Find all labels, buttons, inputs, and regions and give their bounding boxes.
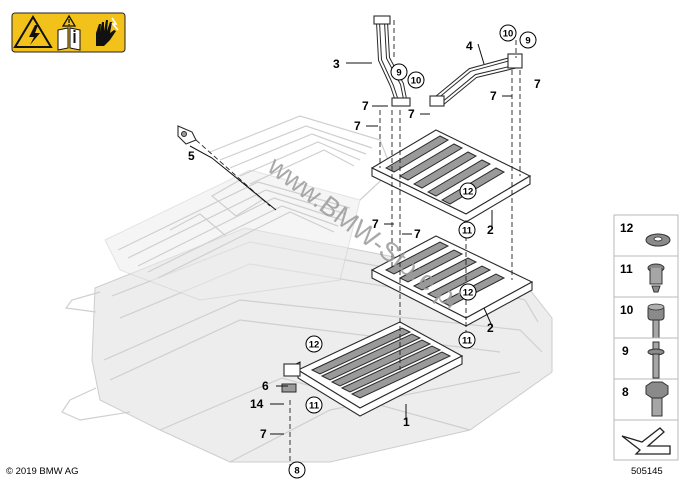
no-hand-contact-icon [90,16,122,49]
label-part-7-e: 7 [534,77,541,91]
callouts: 8 9 9 10 10 11 11 11 [288,24,537,479]
svg-text:12: 12 [463,288,474,299]
coolant-line-right [429,53,523,107]
label-part-1: 1 [403,415,410,429]
label-part-3: 3 [333,57,340,71]
label-part-7-f: 7 [372,217,379,231]
socket-head-screw-icon [647,303,665,339]
callout-12-top: 12 [459,182,477,200]
label-part-6: 6 [262,379,269,393]
callout-11-bottom: 11 [305,396,323,414]
svg-text:10: 10 [503,29,514,40]
callout-10-right: 10 [499,24,517,42]
label-part-7-c: 7 [408,107,415,121]
svg-text:11: 11 [462,336,473,347]
callout-11-middle: 11 [458,331,476,349]
label-part-4: 4 [466,39,473,53]
svg-text:9: 9 [396,68,401,79]
legend-num-11: 11 [620,262,633,276]
copyright-text: © 2019 BMW AG [6,466,78,477]
callout-11-top: 11 [458,221,476,239]
legend-item-10[interactable] [613,296,679,344]
hex-bolt-icon [645,381,669,417]
legend-num-9: 9 [622,344,629,358]
stud-bolt-icon [647,341,665,379]
label-part-7-b: 7 [354,119,361,133]
lower-connector [281,363,301,393]
coolant-line-left [373,15,411,107]
cooling-plate-bottom [291,321,464,417]
expanding-rivet-icon [647,263,665,293]
svg-text:11: 11 [462,226,473,237]
svg-text:8: 8 [294,466,299,477]
label-part-5: 5 [188,149,195,163]
label-part-2-middle: 2 [487,321,494,335]
read-manual-icon [57,14,81,51]
svg-text:12: 12 [309,340,320,351]
warning-symbols [11,12,126,53]
svg-text:11: 11 [309,401,320,412]
legend-item-9[interactable] [613,337,679,385]
legend-num-12: 12 [620,221,634,235]
fastener-legend: 12 11 10 9 8 [613,214,679,461]
callout-9-right: 9 [519,31,537,49]
part-labels: 1 2 2 3 4 5 6 7 7 7 7 7 7 7 7 14 [188,39,541,441]
washer-icon [645,233,671,247]
label-part-2-top: 2 [487,223,494,237]
label-part-7-d: 7 [490,89,497,103]
callout-8: 8 [288,461,306,479]
label-part-7-g: 7 [414,227,421,241]
diagram-id: 505145 [631,466,663,477]
callout-9-left: 9 [390,63,408,81]
label-part-14: 14 [250,397,264,411]
small-part-5 [177,125,197,145]
arrow-icon[interactable] [621,427,671,455]
svg-text:9: 9 [525,36,530,47]
electric-hazard-icon [13,15,53,48]
legend-num-8: 8 [622,385,629,399]
callout-10-left: 10 [407,71,425,89]
callout-12-middle: 12 [459,283,477,301]
svg-text:12: 12 [463,187,474,198]
label-part-7-h: 7 [260,427,267,441]
legend-num-10: 10 [620,303,634,317]
leader-lines [189,43,512,435]
label-part-7-a: 7 [362,99,369,113]
callout-12-bottom: 12 [305,335,323,353]
cooling-plate-top [370,129,532,223]
svg-text:10: 10 [411,76,422,87]
legend-item-11[interactable] [613,255,679,303]
